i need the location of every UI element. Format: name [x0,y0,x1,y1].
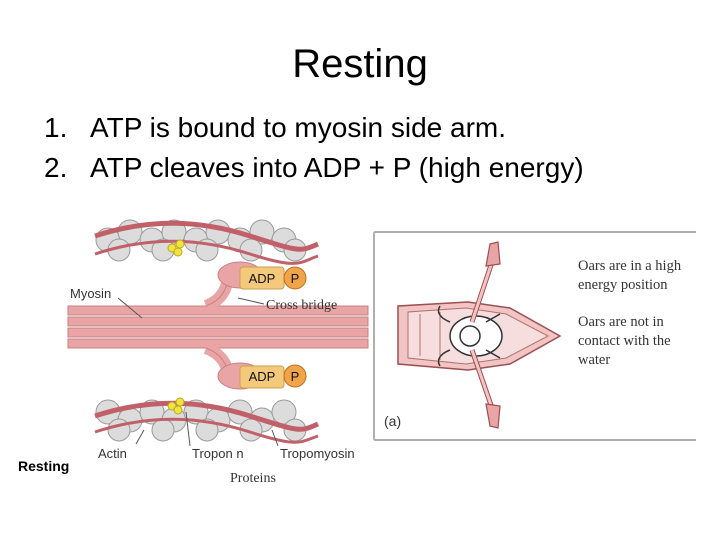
resting-caption: Resting [18,458,70,474]
top-actin-filament [94,219,320,265]
note-line: contact with the [578,333,671,349]
high-energy-note: Oars are in a high energy position [578,257,681,295]
troponin-marker [167,239,185,257]
upper-cross-bridge [203,261,307,312]
item-text: ATP is bound to myosin side arm. [90,112,507,143]
troponin-label: Tropon n [192,446,244,461]
item-number: 2. [44,152,68,183]
list-item: 2. ATP cleaves into ADP + P (high energy) [44,148,584,188]
cross-bridge-label: Cross bridge [266,298,337,313]
tropomyosin-label: Tropomyosin [280,446,355,461]
label-leaders [117,297,279,447]
p-label-bottom: P [291,369,300,384]
lower-cross-bridge [203,342,307,390]
upper-oar [469,241,501,323]
slide-title: Resting [292,42,428,86]
actin-label: Actin [98,446,127,461]
troponin-marker [167,397,185,415]
item-text: ATP cleaves into ADP + P (high energy) [90,152,584,183]
item-number: 1. [44,112,68,143]
not-in-contact-note: Oars are not in contact with the water [578,313,671,370]
adp-label-top: ADP [249,271,276,286]
panel-label: (a) [384,413,401,429]
p-label-top: P [291,271,300,286]
note-line: energy position [578,277,668,293]
myosin-label: Myosin [70,286,111,301]
rower [437,305,503,367]
list-item: 1. ATP is bound to myosin side arm. [44,108,584,148]
note-line: Oars are not in [578,314,664,330]
lower-oar [469,349,501,429]
note-line: Oars are in a high [578,258,682,274]
note-line: water [578,352,611,368]
bullet-list: 1. ATP is bound to myosin side arm. 2. ATP… [44,108,584,188]
bottom-actin-filament [94,397,320,444]
boat-panel: (a) [373,231,696,441]
adp-label-bottom: ADP [249,369,276,384]
proteins-label: Proteins [230,471,276,486]
